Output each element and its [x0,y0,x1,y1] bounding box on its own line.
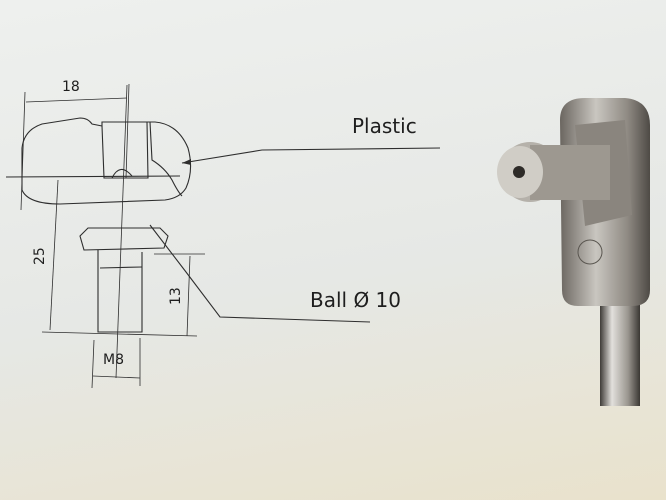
plastic-callout: Plastic [352,114,417,138]
plastic-leader-line [181,147,441,164]
dim-height-label: 25 [32,247,48,265]
socket-housing [21,117,192,205]
hex-nut [79,227,169,251]
dim-thread-length-label: 13 [168,287,184,305]
dim-width-label: 18 [62,79,80,95]
threaded-stud [97,250,143,333]
product-photo [497,98,650,406]
ball-callout: Ball Ø 10 [310,288,401,312]
ball-leader-line [149,224,371,323]
dim-thread-label: M8 [103,352,124,368]
